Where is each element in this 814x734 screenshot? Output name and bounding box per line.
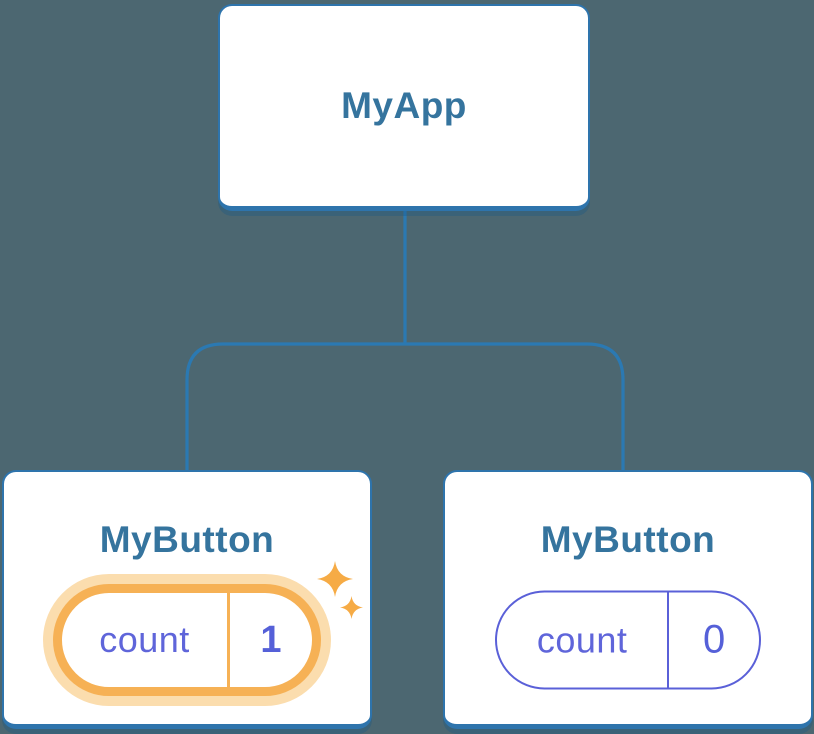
state-key-label: count <box>536 619 628 660</box>
state-key-cell: count <box>497 592 670 688</box>
sparkle-icon <box>317 561 353 597</box>
state-pill: count 0 <box>495 590 761 690</box>
state-value-cell: 1 <box>230 593 312 687</box>
state-value-label: 0 <box>703 617 726 662</box>
component-label: MyButton <box>99 519 275 560</box>
state-value-label: 1 <box>260 618 282 661</box>
sparkle-icon <box>340 596 363 619</box>
children-bracket-line <box>185 342 625 471</box>
state-key-label: count <box>99 619 190 660</box>
state-value-cell: 0 <box>669 593 759 688</box>
component-label: MyButton <box>540 519 716 560</box>
component-node-mybutton-right: MyButton count 0 <box>443 470 813 729</box>
component-label: MyApp <box>341 85 467 126</box>
state-pill-highlighted: count 1 <box>53 584 321 696</box>
component-node-myapp: MyApp <box>218 4 590 211</box>
state-key-cell: count <box>62 593 230 687</box>
component-node-mybutton-left: MyButton count 1 <box>2 470 372 729</box>
